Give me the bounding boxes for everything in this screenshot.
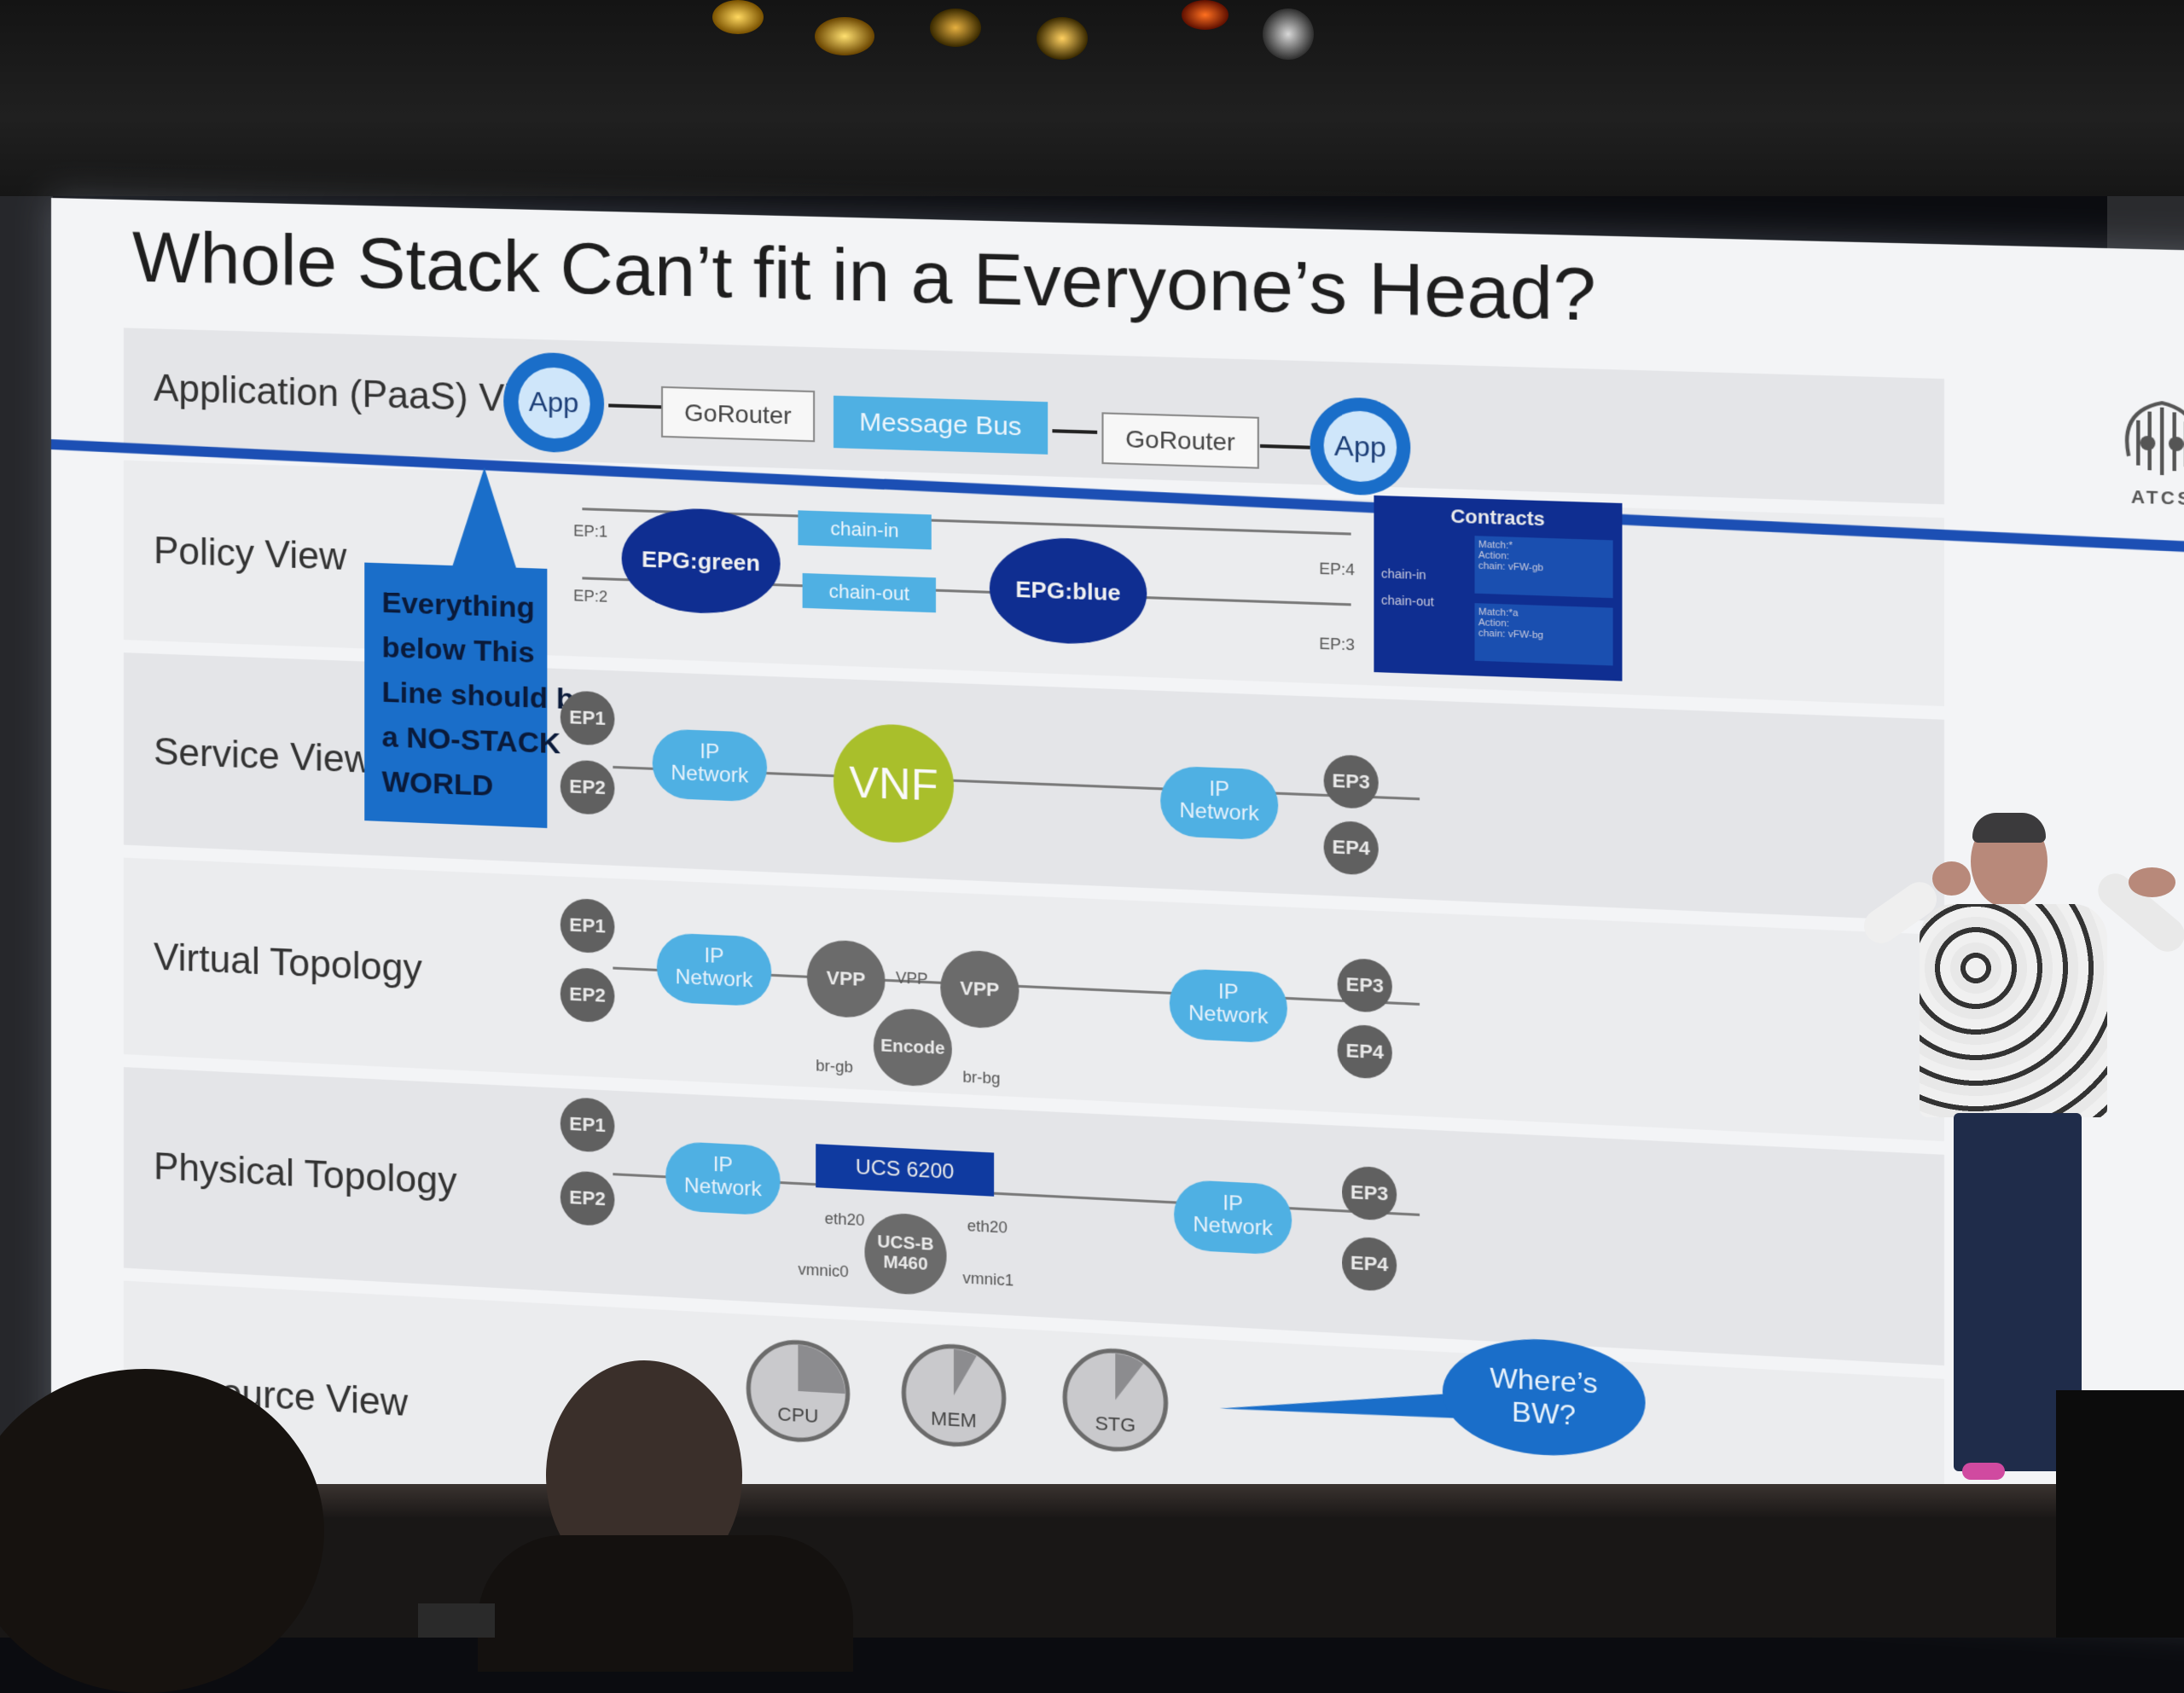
vnic-left-label: vmnic0 — [798, 1260, 849, 1281]
stage-light — [815, 17, 874, 55]
phone-screen — [418, 1603, 495, 1638]
audience-shoulders — [478, 1535, 853, 1672]
cpu-usage-wedge — [798, 1344, 845, 1394]
callout-line: WORLD — [381, 765, 494, 803]
presenter-hand — [2129, 867, 2175, 897]
chain-out-label: chain-out — [828, 580, 909, 606]
physical-ip-network-right: IP Network — [1174, 1179, 1292, 1256]
cloud-text: Network — [1193, 1212, 1273, 1241]
callout-line: Everything — [381, 586, 535, 625]
cloud-text: Network — [671, 761, 749, 788]
cloud-text: Network — [675, 965, 753, 993]
callout-line: below This — [381, 630, 535, 670]
epg-blue-label: EPG:blue — [1015, 575, 1121, 606]
contract-chain-in: chain-in — [1380, 566, 1426, 583]
presenter-shoe — [1962, 1463, 2005, 1480]
policy-ep4-label: EP:4 — [1319, 560, 1355, 579]
physical-ip-network-left: IP Network — [665, 1140, 781, 1216]
message-bus-box: Message Bus — [833, 395, 1048, 455]
gorouter-right-label: GoRouter — [1125, 425, 1235, 455]
presenter-hand — [1932, 861, 1971, 896]
epg-green-label: EPG:green — [642, 545, 760, 576]
contract-chain-out: chain-out — [1380, 593, 1434, 609]
bw-text: Where’s — [1490, 1361, 1598, 1400]
stage-light — [930, 9, 981, 47]
cpu-pie: CPU — [745, 1336, 851, 1446]
slide-title: Whole Stack Can’t fit in a Everyone’s He… — [131, 216, 1596, 337]
ucs-b-text: M460 — [883, 1252, 928, 1275]
policy-ep3-label: EP:3 — [1319, 635, 1355, 654]
contract-rule-1: Match:* Action: chain: vFW-gb — [1474, 536, 1613, 599]
skull-icon — [2110, 392, 2184, 485]
gorouter-left-box: GoRouter — [661, 386, 816, 443]
ucs-b-text: UCS-B — [877, 1232, 934, 1255]
bw-text: BW? — [1512, 1395, 1576, 1431]
chain-in-box: chain-in — [798, 510, 932, 550]
app-right-label: App — [1333, 429, 1386, 463]
app-left-label: App — [528, 386, 579, 419]
cloud-text: Network — [1179, 798, 1259, 826]
row-label-service: Service View — [154, 730, 372, 782]
policy-ep1-label: EP:1 — [573, 522, 608, 541]
callout-box: Everything below This Line should be a N… — [364, 562, 591, 828]
gorouter-left-label: GoRouter — [684, 398, 792, 429]
stage-box — [2056, 1390, 2184, 1638]
stage-edge — [0, 1484, 2184, 1518]
virtual-ip-network-left: IP Network — [656, 932, 772, 1007]
virtual-vpp-mid: VPP — [895, 969, 928, 989]
atcs-logo: ATCS — [2110, 392, 2184, 513]
ucs-6200-label: UCS 6200 — [855, 1155, 955, 1185]
virtual-br-bg: br-bg — [962, 1068, 1001, 1087]
row-label-policy: Policy View — [154, 530, 347, 578]
chain-out-box: chain-out — [802, 572, 937, 613]
cloud-text: Network — [683, 1174, 762, 1202]
projection-screen: Whole Stack Can’t fit in a Everyone’s He… — [50, 198, 2184, 1625]
logo-text: ATCS — [2130, 487, 2184, 510]
service-ip-network-left: IP Network — [652, 728, 768, 803]
ceiling — [0, 0, 2184, 196]
eth-left-label: eth20 — [824, 1209, 865, 1230]
stg-pie: STG — [1061, 1344, 1170, 1456]
bw-pointer — [1218, 1393, 1457, 1421]
gorouter-right-box: GoRouter — [1101, 412, 1259, 469]
vnic-right-label: vmnic1 — [962, 1269, 1014, 1290]
stage-light — [712, 0, 764, 34]
cpu-pie-svg — [745, 1336, 851, 1446]
chain-in-label: chain-in — [830, 517, 899, 542]
wall-left — [0, 196, 53, 1484]
presenter-shirt — [1920, 904, 2107, 1117]
contracts-panel: Contracts chain-in chain-out Match:* Act… — [1374, 495, 1623, 681]
mem-pie: MEM — [900, 1340, 1008, 1451]
vnf-label: VNF — [849, 757, 938, 810]
stage-light — [1263, 9, 1314, 60]
stg-pie-svg — [1061, 1344, 1170, 1456]
contracts-title: Contracts — [1450, 504, 1545, 531]
callout-line: Line should be — [381, 675, 591, 717]
stage-light — [1037, 17, 1088, 60]
message-bus-label: Message Bus — [859, 408, 1022, 442]
eth-right-label: eth20 — [967, 1216, 1008, 1237]
presenter — [1857, 813, 2184, 1488]
virtual-br-gb: br-gb — [816, 1057, 853, 1076]
service-ip-network-right: IP Network — [1160, 765, 1279, 841]
presenter-hair — [1972, 813, 2046, 843]
callout-pointer — [450, 466, 518, 572]
contract-rule-2: Match:*a Action: chain: vFW-bg — [1474, 603, 1613, 666]
cloud-text: Network — [1188, 1001, 1269, 1029]
virtual-ip-network-right: IP Network — [1169, 967, 1287, 1044]
stage-light — [1182, 0, 1228, 30]
ucs-6200-box: UCS 6200 — [816, 1144, 995, 1197]
mem-pie-svg — [900, 1340, 1008, 1451]
callout-line: a NO-STACK — [381, 720, 561, 761]
policy-ep2-label: EP:2 — [573, 587, 608, 606]
